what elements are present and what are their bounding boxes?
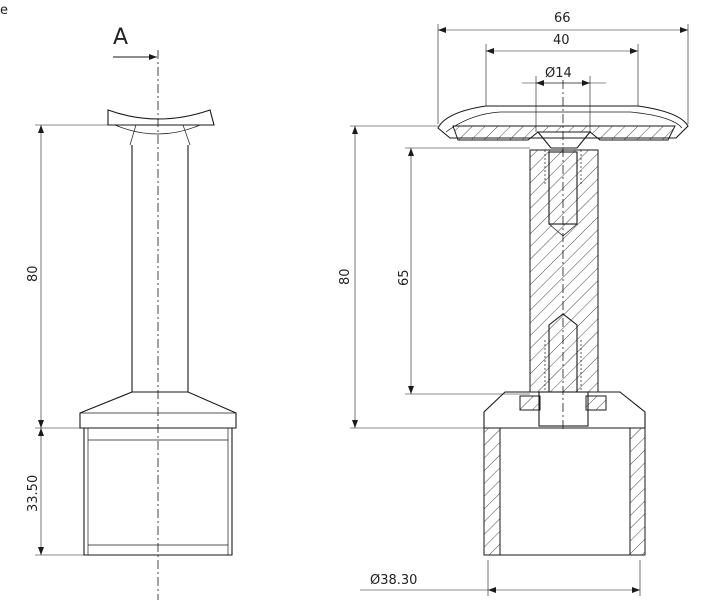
collar-section [483, 391, 646, 429]
bolt-head [536, 131, 592, 149]
dim-left-height: 80 [26, 265, 41, 282]
section-label: A [113, 25, 128, 50]
dim-right-height: 80 [338, 268, 353, 285]
dim-tube-diameter: Ø38.30 [370, 573, 417, 588]
upper-hole-tip [548, 223, 578, 237]
saddle-curve [114, 124, 201, 135]
collar-hatch-right [585, 395, 607, 411]
upper-bolt-hole [548, 151, 578, 225]
lower-bolt-hole [548, 313, 578, 393]
dim-left-base: 33.50 [26, 475, 41, 512]
dim-saddle-width: 40 [553, 33, 570, 48]
top-plate-curve [445, 111, 683, 133]
tube-wall-right [629, 427, 646, 556]
stem-section [529, 149, 599, 393]
tube-wall-left [483, 427, 501, 556]
base-bolt [538, 391, 589, 427]
dim-inner-height: 65 [397, 269, 412, 286]
saddle [107, 109, 215, 126]
dim-top-width: 66 [554, 11, 571, 26]
top-plate [437, 105, 689, 139]
stem-taper [129, 124, 191, 146]
corner-mark: e [0, 3, 8, 18]
side-view: A 80 33.50 [26, 25, 237, 600]
section-view: 66 40 Ø14 80 65 Ø38.30 [338, 11, 689, 596]
base-cup [83, 427, 233, 556]
collar-hatch-left [519, 395, 541, 411]
dim-bolt-diameter: Ø14 [545, 66, 572, 81]
